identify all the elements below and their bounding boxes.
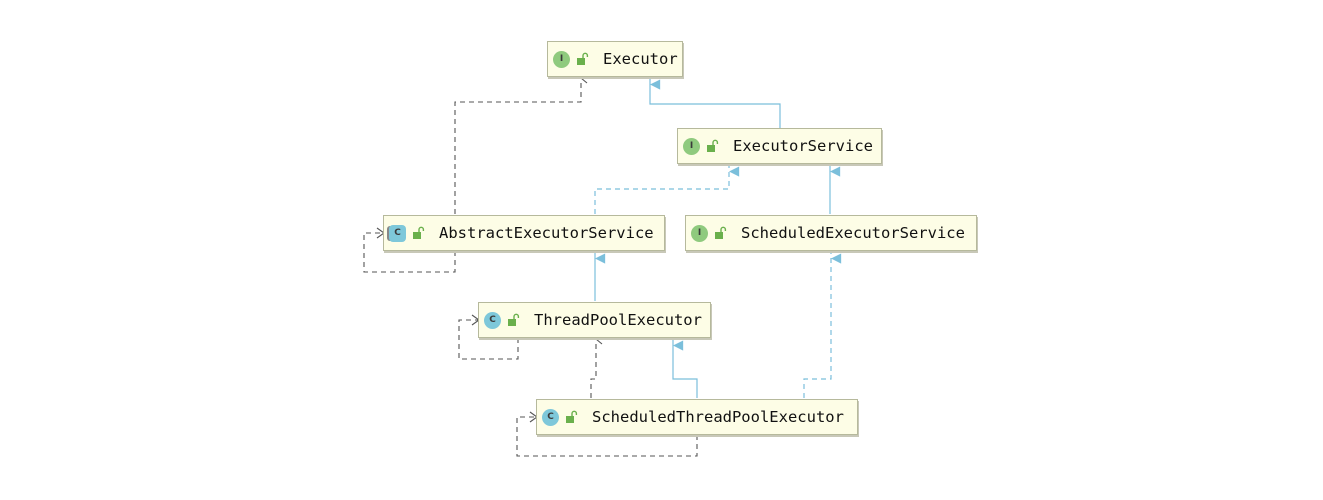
edge-abstract-depends-executor bbox=[454, 72, 588, 214]
node-scheduled-executor-service[interactable]: I ScheduledExecutorService bbox=[685, 215, 977, 251]
node-scheduled-thread-pool-executor-label: ScheduledThreadPoolExecutor bbox=[592, 408, 844, 426]
unlocked-public-icon bbox=[577, 52, 589, 65]
edge-executorservice-extends-executor bbox=[649, 79, 781, 128]
node-abstract-executor-service-label: AbstractExecutorService bbox=[439, 224, 654, 242]
node-executor-label: Executor bbox=[603, 50, 678, 68]
interface-icon: I bbox=[683, 137, 700, 155]
edge-scheduledthreadpool-self-loop bbox=[516, 416, 698, 457]
unlocked-public-icon bbox=[566, 410, 578, 423]
node-thread-pool-executor-label: ThreadPoolExecutor bbox=[534, 311, 702, 329]
node-executor-service-label: ExecutorService bbox=[733, 137, 873, 155]
node-scheduled-executor-service-label: ScheduledExecutorService bbox=[741, 224, 965, 242]
interface-icon: I bbox=[691, 224, 708, 242]
node-scheduled-thread-pool-executor[interactable]: C ScheduledThreadPoolExecutor bbox=[536, 399, 858, 435]
edge-threadpool-self-loop bbox=[458, 319, 519, 360]
node-executor-service[interactable]: I ExecutorService bbox=[677, 128, 882, 164]
edge-scheduledthreadpool-extends-threadpool bbox=[672, 340, 698, 398]
unlocked-public-icon bbox=[413, 226, 425, 239]
abstract-class-icon: C bbox=[389, 224, 406, 242]
node-executor[interactable]: I Executor bbox=[547, 41, 683, 77]
node-thread-pool-executor[interactable]: C ThreadPoolExecutor bbox=[478, 302, 711, 338]
unlocked-public-icon bbox=[508, 313, 520, 326]
edge-abstract-self-loop bbox=[363, 232, 456, 273]
class-icon: C bbox=[542, 408, 559, 426]
edge-scheduledthreadpool-implements-scheduledexecutorservice bbox=[803, 253, 842, 398]
edge-scheduledthreadpool-depends-threadpool bbox=[590, 333, 603, 398]
unlocked-public-icon bbox=[715, 226, 727, 239]
class-icon: C bbox=[484, 311, 501, 329]
node-abstract-executor-service[interactable]: C AbstractExecutorService bbox=[383, 215, 665, 251]
edge-abstract-implements-executorservice bbox=[594, 166, 740, 214]
interface-icon: I bbox=[553, 50, 570, 68]
unlocked-public-icon bbox=[707, 139, 719, 152]
